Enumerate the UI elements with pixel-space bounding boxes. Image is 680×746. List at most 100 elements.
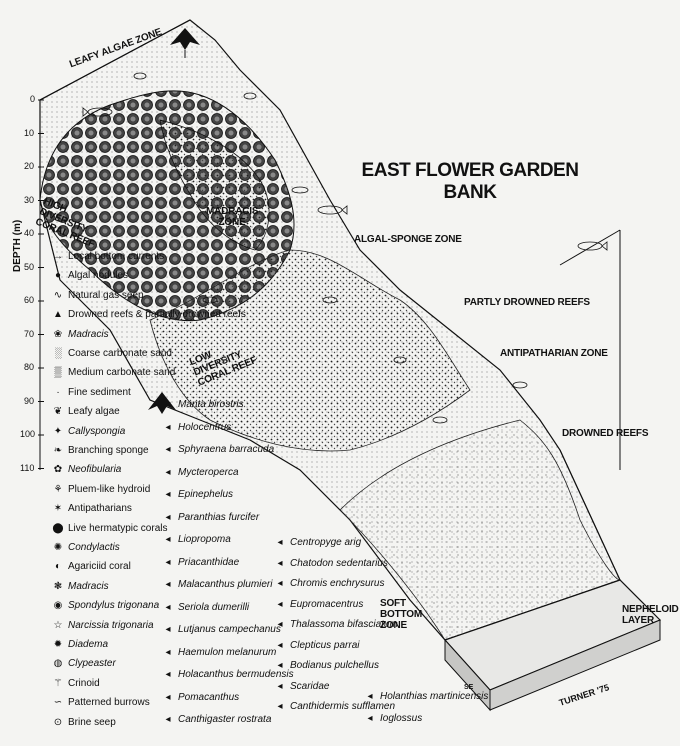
legend-left-label: Narcissia trigonaria bbox=[68, 619, 154, 631]
legend-left-item: ◐Agariciid coral bbox=[50, 562, 131, 572]
legend-middle-label: Holocentrus bbox=[178, 421, 232, 433]
legend-middle-label: Haemulon melanurum bbox=[178, 646, 277, 658]
medium-sand-icon: ▒ bbox=[54, 367, 62, 379]
legend-left-item: ✹ Diadema bbox=[50, 640, 108, 650]
legend-left-label: Pluem-like hydroid bbox=[68, 483, 151, 495]
zone-antipatharian: ANTIPATHARIAN ZONE bbox=[500, 348, 608, 359]
brine-icon: ⊙ bbox=[53, 716, 63, 728]
legend-left-label: Fine sediment bbox=[68, 386, 131, 398]
fish-icon: ◂ bbox=[277, 701, 283, 712]
algae-icon: ❦ bbox=[53, 406, 63, 418]
depth-tick-label: 70 bbox=[24, 328, 35, 339]
legend-middle-item: ◂Paranthias furcifer bbox=[160, 511, 259, 523]
fish-icon: ◂ bbox=[165, 399, 171, 410]
diagram-title: EAST FLOWER GARDEN BANK bbox=[361, 160, 579, 203]
burrow-icon: ∽ bbox=[53, 697, 63, 709]
legend-middle-item: ◂Sphyraena barracuda bbox=[160, 445, 274, 455]
zone-partly-drowned: PARTLY DROWNED REEFS bbox=[464, 297, 590, 308]
seep-icon: ∿ bbox=[53, 289, 63, 301]
manta-ray-legend-icon bbox=[148, 392, 176, 414]
legend-left-item: ░Coarse carbonate sand bbox=[50, 349, 172, 359]
arrow-icon: → bbox=[53, 251, 63, 262]
neofibularia-icon: ✿ bbox=[53, 464, 63, 476]
legend-left-item: → Local bottom currents bbox=[50, 252, 164, 262]
reef-icon: ▲ bbox=[53, 309, 63, 321]
fish-icon: ◂ bbox=[165, 646, 171, 658]
legend-left-label: Agariciid coral bbox=[68, 561, 131, 573]
legend-middle-item: ◂Pomacanthus bbox=[160, 692, 239, 703]
madracis2-icon: ❃ bbox=[53, 580, 63, 592]
legend-left-label: Local bottom currents bbox=[68, 251, 165, 262]
legend-right-label: Clepticus parrai bbox=[290, 639, 360, 651]
legend-left-item: ⬤Live hermatypic corals bbox=[50, 523, 167, 534]
fish-icon: ◂ bbox=[165, 601, 171, 613]
zone-nepheloid: NEPHELOID LAYER bbox=[622, 604, 679, 626]
legend-right-label: Bodianus pulchellus bbox=[290, 660, 379, 671]
legend-far-item: ◂Ioglossus bbox=[362, 714, 422, 724]
legend-left-label: Spondylus trigonana bbox=[68, 600, 160, 612]
fish-icon: ◂ bbox=[277, 557, 283, 569]
legend-left-label: Drowned reefs & partially drowned reefs bbox=[68, 309, 246, 321]
fish-icon: ◂ bbox=[165, 511, 171, 523]
legend-middle-label: Mycteroperca bbox=[178, 466, 239, 478]
coarse-sand-icon: ░ bbox=[54, 348, 62, 359]
legend-right-item: ◂Eupromacentrus bbox=[272, 598, 363, 610]
legend-right-label: Canthidermis sufflamen bbox=[290, 701, 396, 712]
legend-left-label: Diadema bbox=[68, 639, 109, 650]
legend-right-label: Scaridae bbox=[290, 680, 330, 692]
depth-tick-label: 40 bbox=[24, 228, 35, 238]
fish-icons bbox=[82, 72, 608, 424]
madracis-icon: ❀ bbox=[53, 328, 63, 340]
legend-right-item: ◂Clepticus parrai bbox=[272, 639, 360, 651]
legend-right-label: Centropyge arig bbox=[290, 537, 362, 548]
legend-left-item: ∽ Patterned burrows bbox=[50, 698, 150, 708]
legend-right-item: ◂Scaridae bbox=[272, 680, 330, 692]
zone-drowned: DROWNED REEFS bbox=[562, 428, 649, 439]
legend-left-item: ✿Neofibularia bbox=[50, 464, 122, 476]
hydroid-icon: ⚘ bbox=[53, 483, 63, 495]
legend-left-item: ❀ Madracis bbox=[50, 328, 109, 340]
legend-middle-item: ◂Liopropoma bbox=[160, 534, 230, 545]
legend-left-label: Natural gas seep bbox=[68, 289, 144, 301]
depth-tick-label: 30 bbox=[24, 194, 35, 205]
fish-icon: ◂ bbox=[165, 421, 171, 433]
legend-left-item: ◉Spondylus trigonana bbox=[50, 600, 160, 612]
legend-left-label: Madracis bbox=[68, 328, 109, 340]
legend-left-item: ✺Condylactis bbox=[50, 543, 120, 553]
manta-ray-icon bbox=[170, 28, 200, 58]
legend-far-label: Holanthias martinicensis bbox=[380, 691, 489, 702]
legend-left-label: Antipatharians bbox=[68, 503, 132, 515]
legend-middle-label: Malacanthus plumieri bbox=[178, 579, 273, 590]
legend-left-item: ✶Antipatharians bbox=[50, 504, 132, 514]
urchin-icon: ✹ bbox=[53, 639, 63, 650]
legend-left-label: Patterned burrows bbox=[68, 697, 150, 709]
fish-icon: ◂ bbox=[165, 534, 171, 545]
fish-icon: ◂ bbox=[277, 598, 283, 610]
fish-icon: ◂ bbox=[165, 579, 171, 590]
depth-axis-label: DEPTH (m) bbox=[12, 219, 23, 272]
legend-right-item: ◂Thalassoma bifasciatum bbox=[272, 620, 397, 630]
legend-left-label: Leafy algae bbox=[68, 406, 120, 418]
legend-middle-item: ◂Canthigaster rostrata bbox=[160, 715, 271, 725]
legend-left-item: ✦Callyspongia bbox=[50, 426, 125, 437]
legend-left-item: ▒Medium carbonate sand bbox=[50, 368, 175, 378]
legend-left-label: Brine seep bbox=[68, 716, 116, 728]
legend-left-label: Crinoid bbox=[68, 677, 100, 689]
legend-left-item: ◍Clypeaster bbox=[50, 659, 116, 669]
legend-far-item: ◂Holanthias martinicensis bbox=[362, 692, 488, 702]
clypeaster-icon: ◍ bbox=[53, 658, 63, 670]
legend-middle-item: ◂Epinephelus bbox=[160, 490, 233, 500]
fish-icon: ◂ bbox=[165, 489, 171, 500]
fish-icon: ◂ bbox=[165, 556, 171, 568]
fish-icon: ◂ bbox=[277, 660, 283, 671]
legend-left-item: ❦ Leafy algae bbox=[50, 407, 120, 417]
fish-icon: ◂ bbox=[165, 624, 171, 635]
legend-middle-item: ◂Manta birostris bbox=[160, 399, 243, 410]
fish-icon: ◂ bbox=[165, 466, 171, 478]
seafloor-block bbox=[39, 19, 662, 712]
legend-middle-label: Seriola dumerilli bbox=[178, 601, 250, 613]
legend-left-label: Algal nodules bbox=[68, 270, 129, 282]
legend-middle-item: ◂Holacanthus bermudensis bbox=[160, 670, 293, 680]
fish-icon: ◂ bbox=[277, 537, 283, 548]
